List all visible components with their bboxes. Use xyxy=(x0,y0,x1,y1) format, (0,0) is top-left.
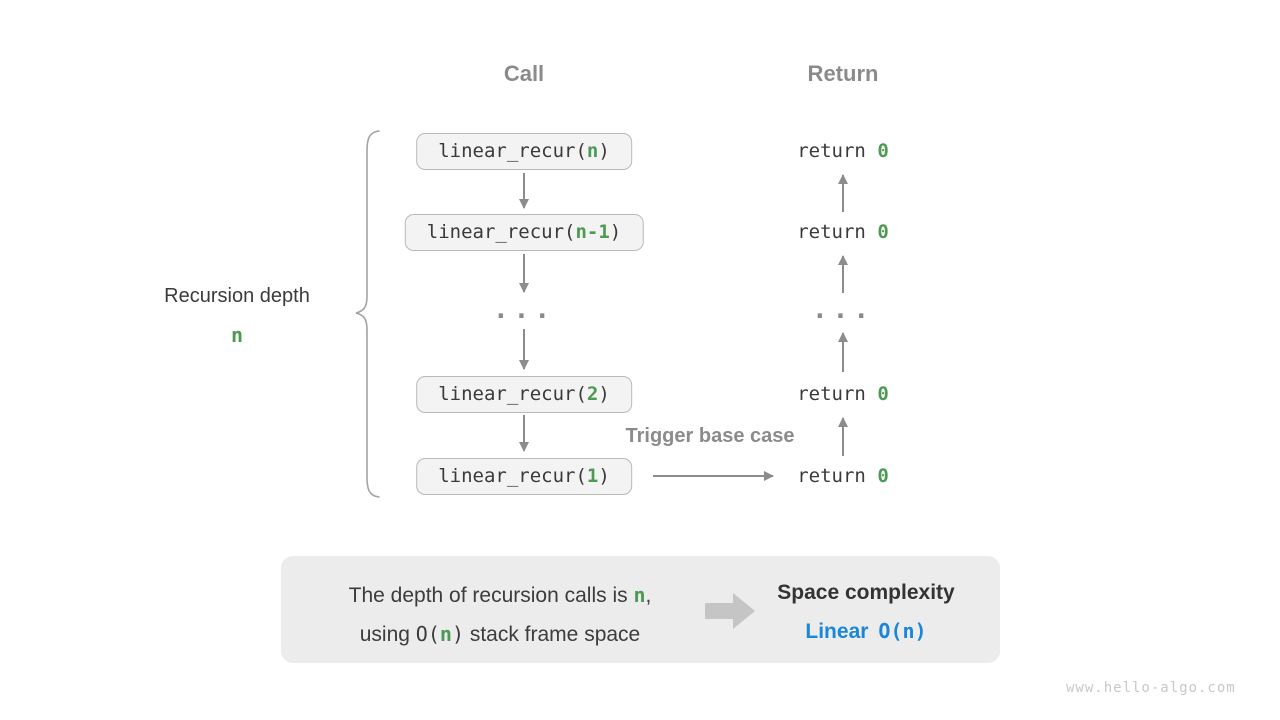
implies-arrow-icon xyxy=(705,593,755,629)
call-frame-box: linear_recur(1) xyxy=(416,458,632,495)
code-text: return xyxy=(797,465,878,487)
return-statement: return 0 xyxy=(797,463,889,491)
summary-line-2: using O(n) stack frame space xyxy=(359,622,641,646)
code-text: linear_recur( xyxy=(426,221,576,243)
code-value: 0 xyxy=(877,465,889,487)
call-column-header: Call xyxy=(503,61,545,86)
code-arg: n xyxy=(586,140,599,162)
call-frame-box: linear_recur(n) xyxy=(416,133,632,170)
call-ellipsis: ... xyxy=(493,295,555,325)
space-complexity-value: Linear O(n) xyxy=(805,619,926,644)
code-text: ) xyxy=(598,140,610,162)
complexity-code: O(n) xyxy=(878,619,927,643)
trigger-base-case-label: Trigger base case xyxy=(625,425,795,447)
code-arg: n xyxy=(633,583,646,607)
code-text: ) xyxy=(451,622,464,646)
recursion-depth-label: Recursion depth xyxy=(164,285,310,307)
code-text: O( xyxy=(415,622,440,646)
complexity-name: Linear xyxy=(805,620,869,643)
code-text: ) xyxy=(598,383,610,405)
code-text: ) xyxy=(609,221,622,243)
code-text: return xyxy=(797,221,878,243)
return-statement: return 0 xyxy=(797,381,889,409)
code-text: ) xyxy=(598,465,610,487)
watermark: www.hello-algo.com xyxy=(1066,680,1236,696)
recursion-depth-brace xyxy=(355,130,380,498)
return-ellipsis: ... xyxy=(812,295,874,325)
code-arg: 2 xyxy=(586,383,599,405)
return-column-header: Return xyxy=(807,61,879,86)
summary-line-1: The depth of recursion calls is n, xyxy=(348,583,652,607)
code-text: return xyxy=(797,383,878,405)
code-arg: n-1 xyxy=(575,221,610,243)
code-text: linear_recur( xyxy=(438,140,587,162)
space-complexity-title: Space complexity xyxy=(777,581,955,604)
summary-panel: The depth of recursion calls is n, using… xyxy=(281,556,1000,663)
call-frame-box: linear_recur(n-1) xyxy=(404,214,644,251)
code-arg: 1 xyxy=(586,465,599,487)
return-statement: return 0 xyxy=(797,219,889,247)
code-text: linear_recur( xyxy=(438,383,587,405)
recursion-depth-value: n xyxy=(230,323,244,347)
code-value: 0 xyxy=(877,221,889,243)
code-value: 0 xyxy=(877,140,889,162)
code-text: linear_recur( xyxy=(438,465,587,487)
summary-description: The depth of recursion calls is n, using… xyxy=(349,576,652,654)
code-text: return xyxy=(797,140,878,162)
return-statement: return 0 xyxy=(797,138,889,166)
code-arg: n xyxy=(439,622,452,646)
code-value: 0 xyxy=(877,383,889,405)
call-frame-box: linear_recur(2) xyxy=(416,376,632,413)
